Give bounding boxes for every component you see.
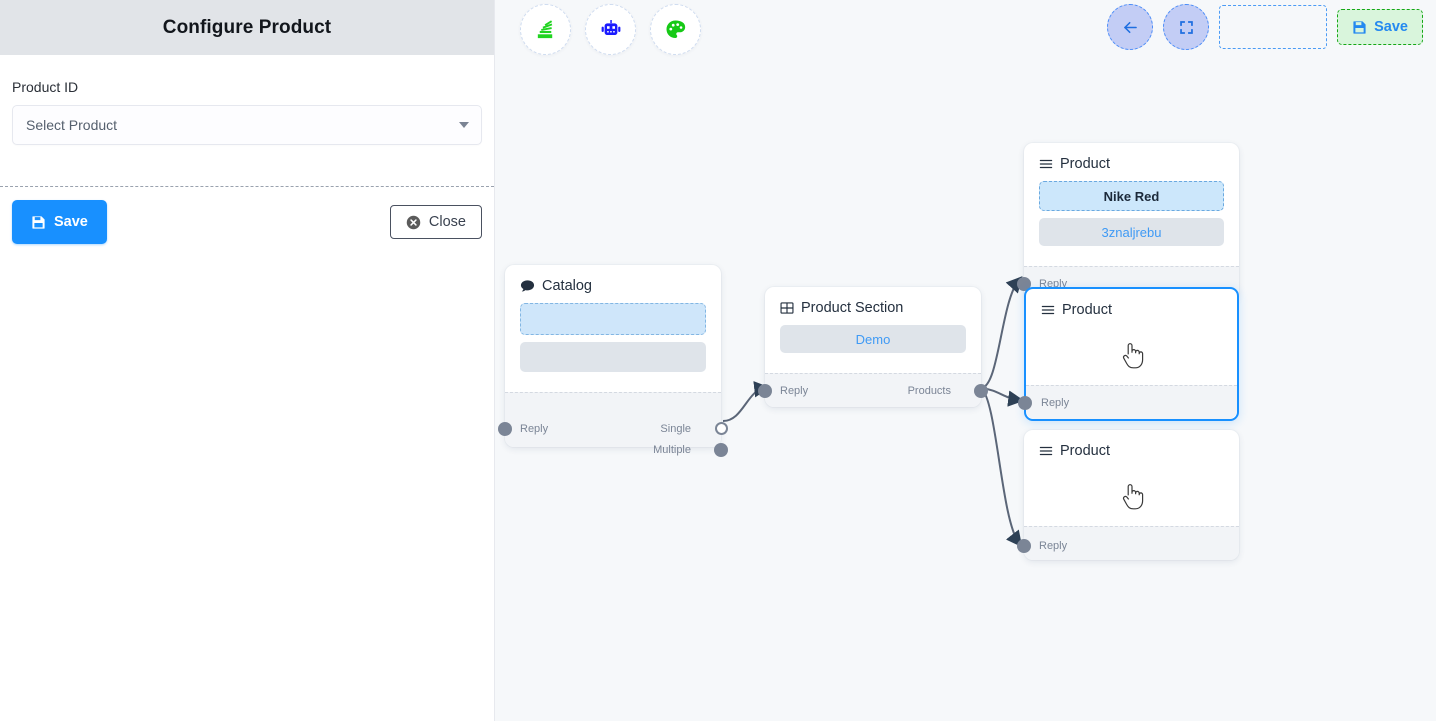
compress-arrows-icon — [1177, 18, 1196, 37]
node-product-3[interactable]: Product Reply — [1017, 430, 1239, 560]
node-product-2-body — [1026, 327, 1237, 385]
robot-icon — [599, 18, 623, 42]
product-section-port-reply-dot[interactable] — [758, 384, 772, 398]
catalog-port-single-label: Single — [660, 423, 691, 435]
product-id-label: Product ID — [12, 79, 79, 95]
configure-product-panel: Configure Product Product ID Select Prod… — [0, 0, 495, 721]
node-product-2-header: Product — [1026, 289, 1237, 327]
chevron-down-icon — [459, 122, 469, 128]
layers-stack-icon — [534, 18, 557, 41]
product-1-chip-code[interactable]: 3znaljrebu — [1039, 218, 1224, 246]
node-product-section-body: Demo — [765, 325, 981, 373]
product-2-port-reply-label: Reply — [1041, 397, 1070, 409]
catalog-port-reply-dot[interactable] — [498, 422, 512, 436]
floppy-disk-icon — [31, 215, 46, 230]
select-placeholder: Select Product — [26, 117, 118, 133]
node-catalog-header: Catalog — [505, 265, 721, 303]
catalog-port-multiple-label: Multiple — [653, 444, 691, 456]
robot-button[interactable] — [585, 4, 636, 55]
panel-actions: Save Close — [0, 200, 494, 244]
node-product-section-ports: Reply Products — [758, 373, 988, 407]
catalog-port-single-dot[interactable] — [715, 422, 728, 435]
node-product-3-body — [1024, 468, 1239, 526]
product-section-port-products-dot[interactable] — [974, 384, 988, 398]
catalog-chip-1[interactable] — [520, 303, 706, 335]
node-product-1-header: Product — [1024, 143, 1239, 181]
node-product-2-title: Product — [1062, 302, 1112, 318]
product-section-port-reply-label: Reply — [780, 385, 809, 397]
circle-x-icon — [406, 215, 421, 230]
product-section-chip-demo[interactable]: Demo — [780, 325, 966, 353]
catalog-chip-2[interactable] — [520, 342, 706, 372]
list-lines-icon — [1039, 444, 1053, 458]
list-lines-icon — [1039, 157, 1053, 171]
arrow-left-icon — [1121, 18, 1140, 37]
catalog-port-reply-label: Reply — [520, 423, 549, 435]
edge-section-to-product-1 — [980, 276, 1023, 389]
layers-stack-button[interactable] — [520, 4, 571, 55]
palette-button[interactable] — [650, 4, 701, 55]
save-button-label: Save — [54, 214, 88, 230]
node-product-3-header: Product — [1024, 430, 1239, 468]
product-3-port-reply-label: Reply — [1039, 540, 1068, 552]
product-section-port-products-label: Products — [907, 385, 951, 397]
node-product-1-body: Nike Red 3znaljrebu — [1024, 181, 1239, 266]
product-3-port-reply-dot[interactable] — [1017, 539, 1031, 553]
toolbar-empty-slot[interactable] — [1219, 5, 1328, 49]
save-button[interactable]: Save — [12, 200, 107, 244]
canvas-save-button[interactable]: Save — [1337, 9, 1423, 45]
close-button-label: Close — [428, 214, 466, 230]
node-product-3-title: Product — [1060, 443, 1110, 459]
fit-view-button[interactable] — [1163, 4, 1210, 50]
palette-icon — [664, 18, 687, 41]
product-2-port-reply-dot[interactable] — [1018, 396, 1032, 410]
node-catalog[interactable]: Catalog Reply Single Multiple — [498, 265, 728, 457]
node-product-1[interactable]: Product Nike Red 3znaljrebu Reply — [1017, 143, 1239, 300]
node-product-2[interactable]: Product Reply — [1018, 287, 1239, 421]
node-catalog-body — [505, 303, 721, 392]
node-product-section-header: Product Section — [765, 287, 981, 325]
page-title: Configure Product — [162, 16, 332, 38]
back-button[interactable] — [1107, 4, 1154, 50]
edge-section-to-product-3 — [980, 387, 1023, 548]
list-lines-icon — [1041, 303, 1055, 317]
chat-bubble-icon — [520, 279, 535, 294]
close-button[interactable]: Close — [389, 205, 482, 239]
node-catalog-title: Catalog — [542, 278, 592, 294]
floppy-disk-icon — [1352, 20, 1367, 35]
node-product-section-title: Product Section — [801, 300, 904, 316]
table-grid-icon — [780, 301, 794, 315]
node-product-1-title: Product — [1060, 156, 1110, 172]
node-catalog-ports: Reply Single Multiple — [498, 392, 728, 457]
pointer-cursor-icon — [1119, 482, 1145, 512]
panel-divider — [0, 186, 494, 187]
canvas-left-toolbar — [520, 4, 701, 55]
product-id-select[interactable]: Select Product — [12, 105, 482, 145]
panel-body: Product ID Select Product — [0, 55, 494, 145]
product-1-chip-name[interactable]: Nike Red — [1039, 181, 1224, 211]
canvas-right-toolbar: Save — [1107, 4, 1423, 50]
node-product-section[interactable]: Product Section Demo Reply Products — [758, 287, 988, 407]
panel-header: Configure Product — [0, 0, 494, 55]
pointer-cursor-icon — [1119, 341, 1145, 371]
catalog-port-multiple-dot[interactable] — [714, 443, 728, 457]
flow-canvas[interactable]: Save Catalog Reply Single — [495, 0, 1436, 721]
node-product-3-ports: Reply — [1017, 526, 1239, 560]
canvas-save-label: Save — [1374, 19, 1408, 35]
node-product-2-ports: Reply — [1018, 385, 1237, 419]
